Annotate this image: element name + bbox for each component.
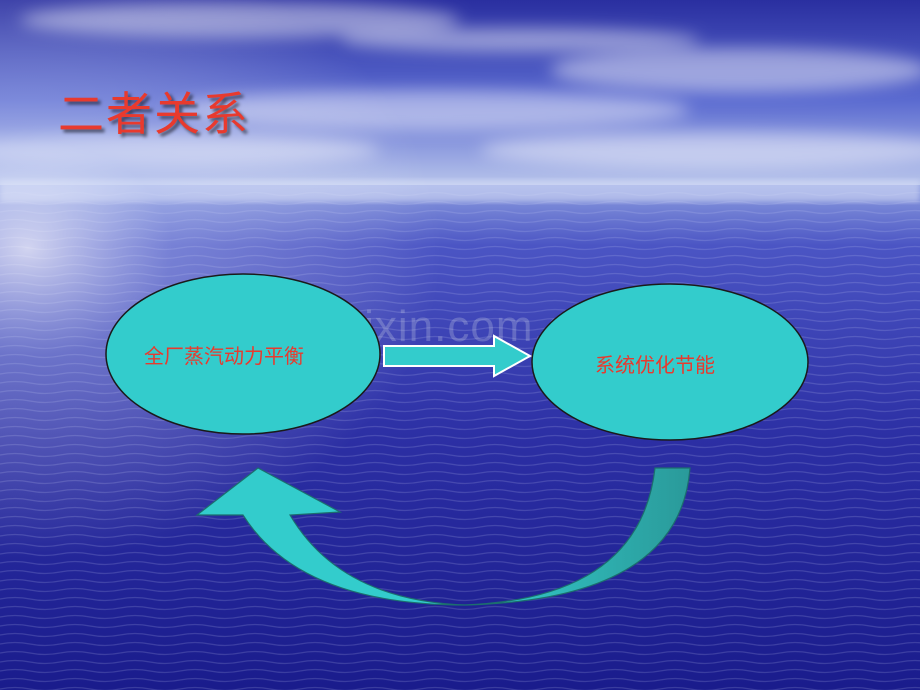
straight-arrow (383, 334, 533, 378)
slide-title: 二者关系 (58, 87, 250, 141)
node-left-ellipse (105, 273, 381, 435)
curved-return-arrow (195, 467, 691, 606)
node-left-label: 全厂蒸汽动力平衡 (144, 344, 304, 368)
node-right-label: 系统优化节能 (595, 353, 715, 377)
node-right-ellipse (531, 283, 809, 441)
